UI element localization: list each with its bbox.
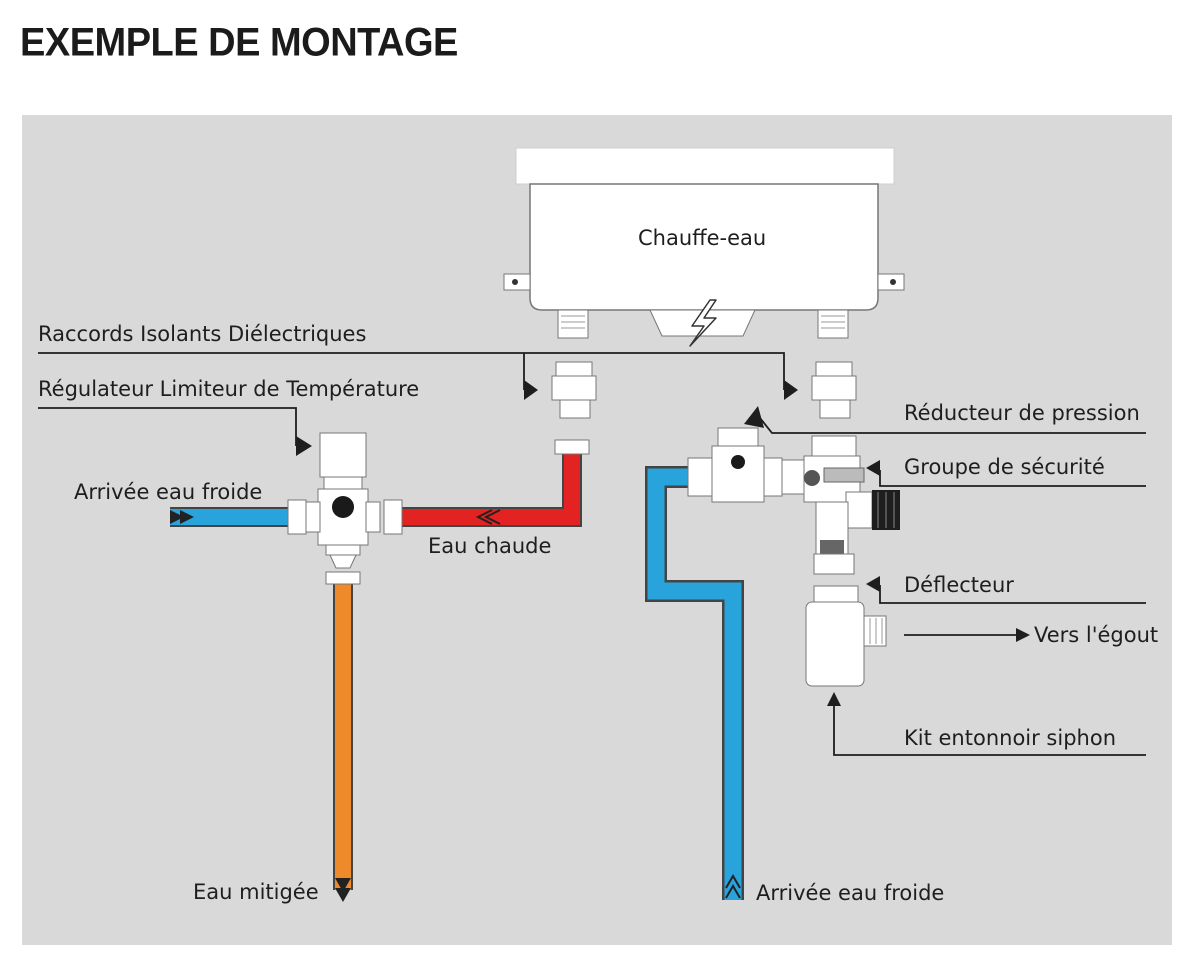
pressure-reducer-label: Réducteur de pression [904,401,1140,425]
leader-lines [38,352,1146,756]
temperature-limiter-label: Régulateur Limiteur de Température [38,377,420,401]
funnel-siphon-kit [805,585,887,687]
mixed-water-pipe [333,582,353,902]
mixed-water-label: Eau mitigée [193,880,319,904]
hot-water-label: Eau chaude [428,534,552,558]
safety-group [781,435,900,575]
pressure-reducer [687,427,783,503]
dielectric-fittings-label: Raccords Isolants Diélectriques [38,322,367,346]
cold-water-pipe-left [170,507,290,527]
safety-group-label: Groupe de sécurité [904,455,1105,479]
siphon-kit-label: Kit entonnoir siphon [904,726,1117,750]
lightning-icon [689,299,717,347]
cold-inlet-right-label: Arrivée eau froide [756,881,945,905]
page-title: EXEMPLE DE MONTAGE [20,20,458,66]
cold-water-pipe-right [645,466,744,900]
to-drain-label: Vers l'égout [1034,623,1159,647]
water-heater-label: Chauffe-eau [638,226,767,250]
heater-outlet-nipples [557,309,849,339]
dielectric-fittings [551,361,857,419]
water-heater [503,147,905,347]
temperature-limiter-valve [287,432,403,585]
cold-inlet-left-label: Arrivée eau froide [74,480,263,504]
deflector-label: Déflecteur [904,573,1014,597]
hot-water-pipe [400,439,590,527]
